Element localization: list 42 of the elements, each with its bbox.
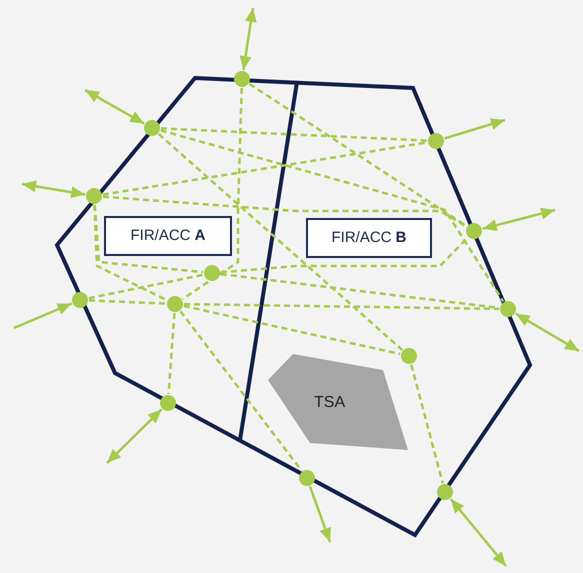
arrow [515, 312, 580, 352]
dashed-route-line [88, 299, 166, 305]
dashed-route-line [167, 312, 176, 394]
waypoint-marker [437, 484, 453, 500]
dashed-route-line [102, 141, 428, 196]
dashed-route-line [93, 204, 168, 302]
sector-label: FIR/ACC A [104, 216, 232, 256]
area-label: TSA [314, 394, 346, 412]
dashed-route-line [93, 204, 204, 274]
arrow [308, 486, 332, 542]
dashed-route-line [220, 236, 469, 274]
waypoint-marker [86, 188, 102, 204]
waypoint-marker [500, 301, 516, 317]
dashed-route-line [182, 88, 243, 300]
dashed-route-line [410, 364, 444, 484]
dashed-route-line [160, 129, 504, 302]
dashed-route-line [88, 274, 204, 300]
waypoint-marker [401, 348, 417, 364]
dashed-route-line [184, 304, 400, 356]
arrow [84, 88, 145, 125]
dashed-route-line [102, 195, 467, 228]
arrow [22, 180, 86, 198]
arrow [482, 208, 556, 231]
arrow [444, 118, 506, 140]
waypoint-marker [428, 133, 444, 149]
waypoint-marker [144, 120, 160, 136]
waypoint-marker [160, 395, 176, 411]
sector-label: FIR/ACC B [306, 218, 432, 258]
dashed-route-line [160, 127, 428, 142]
arrow [240, 8, 257, 70]
waypoint-marker [234, 71, 250, 87]
arrow [106, 408, 162, 464]
dashed-route-line [184, 302, 500, 310]
waypoint-marker [204, 265, 220, 281]
waypoint-marker [299, 470, 315, 486]
arrow [450, 498, 507, 567]
dashed-route-line [158, 133, 404, 351]
waypoint-marker [72, 292, 88, 308]
dashed-route-line [179, 310, 303, 472]
arrow [14, 302, 72, 330]
waypoint-marker [466, 223, 482, 239]
waypoint-marker [167, 296, 183, 312]
